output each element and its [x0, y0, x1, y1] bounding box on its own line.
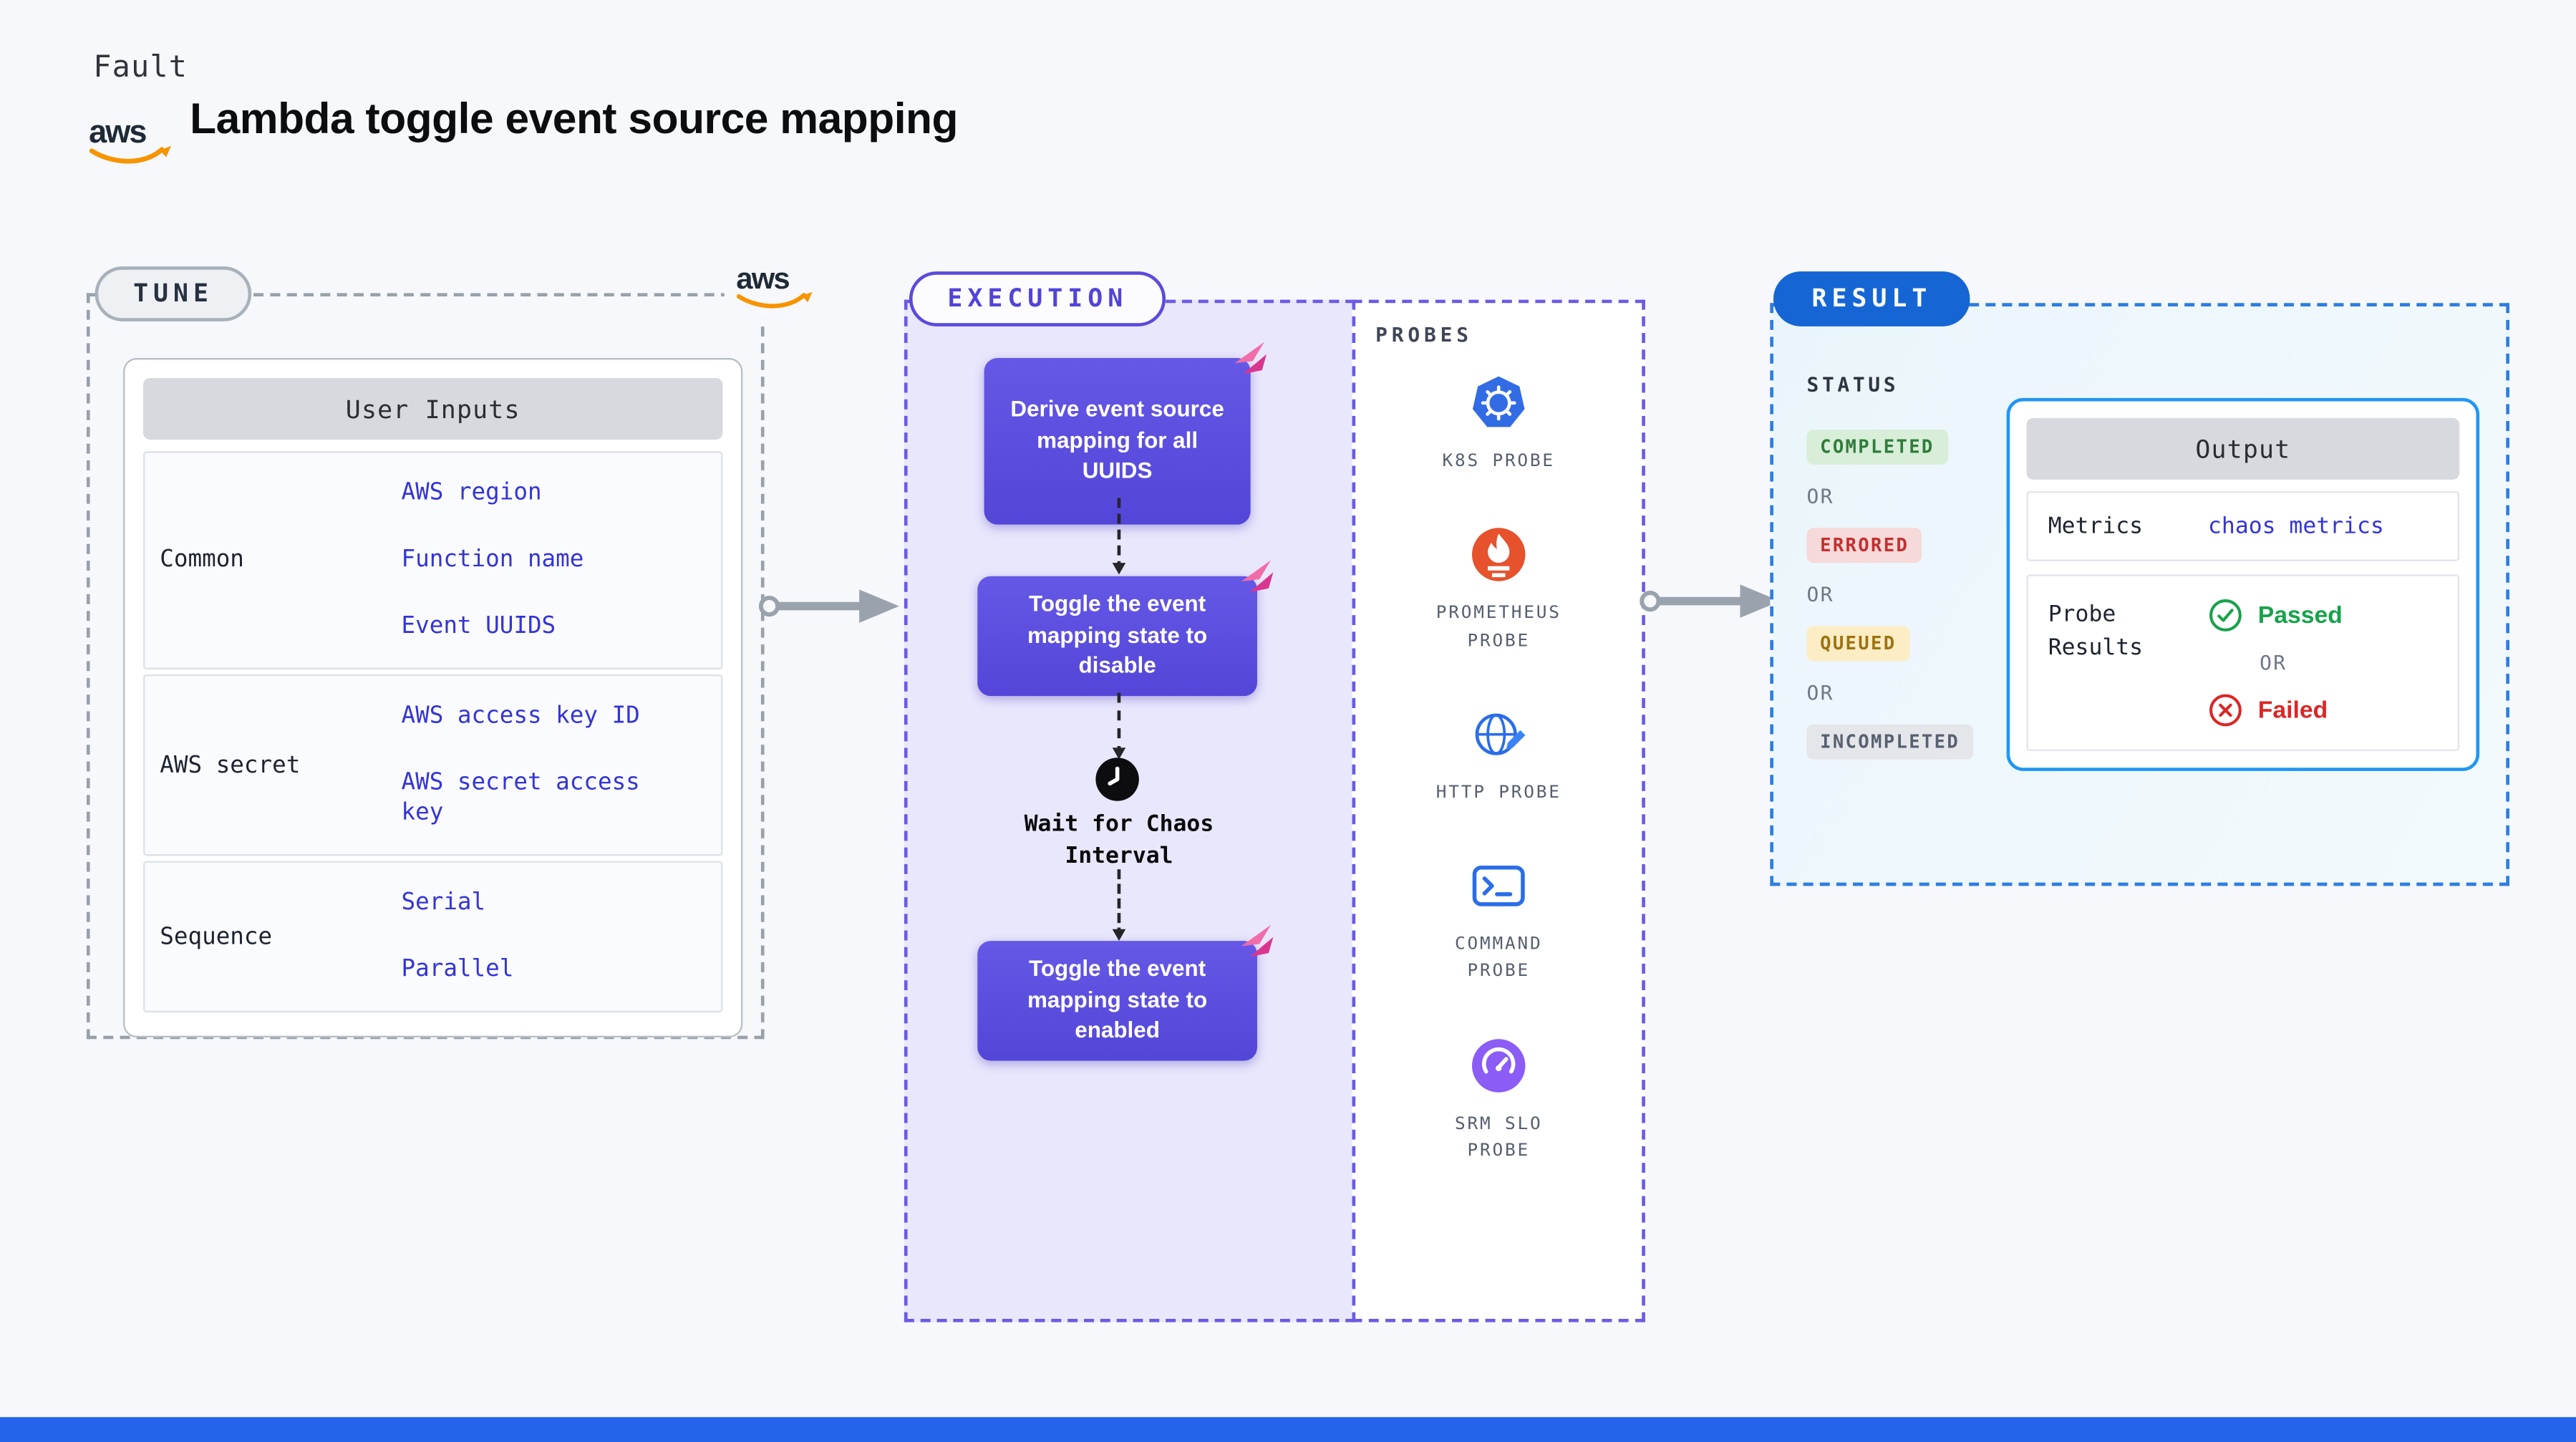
check-circle-icon	[2209, 599, 2242, 632]
status-column: STATUS COMPLETED OR ERRORED OR QUEUED OR…	[1806, 372, 1973, 760]
passed-text: Passed	[2257, 601, 2343, 629]
probes-label: PROBES	[1375, 323, 1473, 347]
step-text: Toggle the event mapping state to enable…	[1027, 956, 1208, 1043]
aws-smile-arrow-icon	[160, 145, 171, 158]
user-inputs-card: User Inputs Common AWS region Function n…	[123, 358, 743, 1038]
input-row-aws-secret: AWS secret AWS access key ID AWS secret …	[143, 674, 723, 857]
input-value: AWS access key ID	[401, 702, 640, 729]
or-label: OR	[1806, 484, 1834, 508]
input-value: Parallel	[401, 956, 514, 983]
chaos-icon	[1241, 560, 1274, 593]
probe-prometheus: PROMETHEUS PROBE	[1432, 525, 1565, 654]
footer-accent-bar	[0, 1417, 2576, 1442]
step-derive-mapping: Derive event source mapping for all UUID…	[984, 342, 1267, 525]
clock-icon	[1095, 758, 1139, 801]
input-row-values: Serial Parallel	[392, 863, 722, 1011]
user-inputs-title: User Inputs	[143, 377, 723, 440]
input-value: Event UUIDS	[401, 612, 556, 639]
probe-label: COMMAND PROBE	[1454, 934, 1543, 982]
tune-aws-logo: aws	[724, 249, 821, 320]
probe-results-label: Probe Results	[2048, 601, 2144, 662]
probe-command: COMMAND PROBE	[1432, 856, 1565, 985]
terminal-icon	[1472, 866, 1525, 906]
status-badge-completed: COMPLETED	[1806, 430, 1948, 465]
probe-http: HTTP PROBE	[1436, 704, 1561, 805]
input-row-label: AWS secret	[160, 752, 301, 779]
globe-icon	[1475, 713, 1526, 755]
input-value: Serial	[401, 889, 486, 916]
result-panel: RESULT STATUS COMPLETED OR ERRORED OR QU…	[1770, 271, 2509, 886]
step-text: Derive event source mapping for all UUID…	[1010, 396, 1224, 484]
connector-arrow	[1112, 692, 1126, 760]
input-value: AWS region	[401, 479, 542, 507]
result-label: RESULT	[1773, 271, 1970, 326]
aws-logo-text: aws	[89, 113, 146, 150]
probe-result-failed: Failed	[2208, 693, 2343, 728]
input-value: AWS secret access key	[401, 768, 640, 827]
aws-logo-text: aws	[736, 261, 789, 295]
output-row-probe-results: Probe Results Passed OR	[2026, 574, 2460, 751]
status-badge-incompleted: INCOMPLETED	[1806, 724, 1973, 760]
connector-arrow	[1112, 869, 1126, 942]
input-row-sequence: Sequence Serial Parallel	[143, 861, 723, 1013]
probe-result-passed: Passed	[2208, 598, 2343, 633]
connector-arrow	[1112, 498, 1126, 575]
probes-list: K8S PROBE PROMETHEUS PROBE HTT	[1355, 373, 1642, 1164]
or-label: OR	[2260, 651, 2287, 674]
chaos-icon	[1234, 342, 1267, 374]
gauge-icon	[1472, 1038, 1526, 1092]
output-row-metrics: Metrics chaos metrics	[2026, 491, 2460, 561]
input-row-label: Sequence	[160, 924, 273, 951]
tune-to-execution-arrow	[758, 589, 899, 623]
input-value: Function name	[401, 546, 584, 573]
tune-label: TUNE	[95, 266, 252, 321]
step-toggle-disable: Toggle the event mapping state to disabl…	[977, 560, 1274, 696]
probe-results-values: Passed OR Failed	[2208, 598, 2343, 727]
aws-logo: aws	[89, 113, 171, 164]
wait-step-label: Wait for Chaos Interval	[1024, 810, 1214, 869]
output-card: Output Metrics chaos metrics Probe Resul…	[2006, 397, 2480, 771]
execution-panel: EXECUTION Derive event source mapping fo…	[904, 271, 1356, 1322]
status-badge-queued: QUEUED	[1806, 626, 1910, 662]
probes-panel: PROBES K8S PROBE	[1352, 299, 1645, 1322]
x-circle-icon	[2209, 694, 2242, 727]
step-text: Toggle the event mapping state to disabl…	[1027, 591, 1208, 679]
execution-label: EXECUTION	[909, 271, 1166, 326]
probe-srm-slo: SRM SLO PROBE	[1432, 1035, 1565, 1164]
status-title: STATUS	[1806, 372, 1899, 397]
probe-k8s: K8S PROBE	[1442, 373, 1554, 475]
chaos-icon	[1241, 924, 1274, 957]
input-row-values: AWS region Function name Event UUIDS	[392, 453, 722, 667]
execution-to-result-arrow	[1640, 584, 1781, 618]
metrics-value: chaos metrics	[2208, 513, 2384, 540]
prometheus-icon	[1472, 528, 1526, 582]
probe-label: PROMETHEUS PROBE	[1435, 603, 1561, 651]
or-label: OR	[1806, 583, 1834, 606]
step-toggle-enable: Toggle the event mapping state to enable…	[977, 924, 1274, 1061]
failed-text: Failed	[2257, 697, 2328, 724]
probe-label: K8S PROBE	[1442, 451, 1555, 472]
aws-smile-icon	[89, 147, 165, 164]
kubernetes-icon	[1472, 376, 1525, 427]
or-label: OR	[1806, 681, 1834, 705]
output-title: Output	[2026, 417, 2460, 480]
probe-label: SRM SLO PROBE	[1454, 1113, 1543, 1161]
status-badge-errored: ERRORED	[1806, 528, 1922, 563]
page-title: Lambda toggle event source mapping	[190, 93, 958, 144]
fault-kicker: Fault	[93, 49, 188, 85]
metrics-label: Metrics	[2048, 513, 2144, 540]
input-row-values: AWS access key ID AWS secret access key	[392, 676, 722, 855]
probe-label: HTTP PROBE	[1435, 782, 1561, 803]
input-row-common: Common AWS region Function name Event UU…	[143, 451, 723, 669]
input-row-label: Common	[160, 546, 244, 574]
aws-smile-icon	[736, 293, 806, 309]
tune-panel: TUNE aws User Inputs Common AWS region F…	[86, 249, 821, 1040]
aws-smile-arrow-icon	[802, 291, 813, 303]
